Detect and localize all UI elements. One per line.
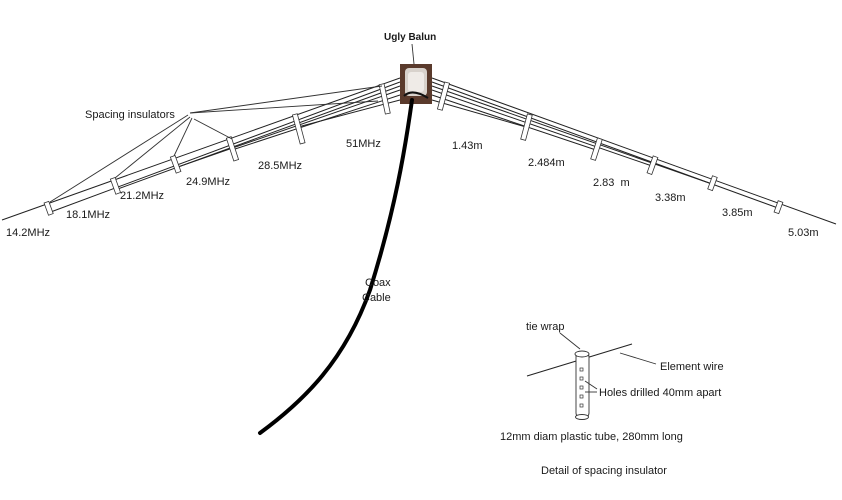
detail-element-wire-label: Element wire (660, 361, 724, 373)
spacer-insulator (436, 81, 451, 111)
detail-hole (579, 394, 584, 399)
band-label: 18.1MHz (66, 209, 110, 221)
detail-plastic-tube (575, 351, 590, 419)
band-label: 28.5MHz (258, 160, 302, 172)
right-spacing-insulators (436, 81, 784, 215)
balun-label: Ugly Balun (384, 32, 436, 43)
spacer-insulator (520, 113, 533, 141)
detail-hole (579, 376, 584, 381)
spacer-insulator (590, 137, 603, 161)
length-label: 2.484m (528, 157, 565, 169)
detail-tube-label: 12mm diam plastic tube, 280mm long (500, 431, 683, 443)
band-label: 21.2MHz (120, 190, 164, 202)
coax-cable (258, 98, 414, 435)
spacer-insulator (378, 83, 391, 115)
band-label: 24.9MHz (186, 176, 230, 188)
coax-label-line1: Coax (365, 277, 391, 289)
spacer-insulator (773, 200, 784, 215)
spacer-insulator (43, 200, 54, 216)
spacer-insulator (291, 113, 306, 145)
spacer-insulator (707, 175, 718, 192)
spacing-insulator-leaders (49, 85, 383, 203)
spacer-insulator (169, 154, 182, 174)
detail-hole (579, 385, 584, 390)
detail-hole (579, 403, 584, 408)
band-label: 14.2MHz (6, 227, 50, 239)
length-label: 5.03m (788, 227, 819, 239)
length-label: 3.38m (655, 192, 686, 204)
detail-holes-label: Holes drilled 40mm apart (599, 387, 721, 399)
length-label: 1.43m (452, 140, 483, 152)
coax-label-line2: Cable (362, 292, 391, 304)
spacer-insulator (646, 155, 659, 175)
balun (400, 64, 432, 104)
length-label: 3.85m (722, 207, 753, 219)
left-element-wires (1, 77, 401, 221)
balun-leader (411, 43, 415, 65)
spacing-insulators-label: Spacing insulators (85, 109, 175, 121)
length-label: 2.83 m (593, 177, 630, 189)
detail-hole (579, 367, 584, 372)
insulator-detail (526, 332, 657, 420)
detail-caption: Detail of spacing insulator (541, 465, 667, 477)
band-label: 51MHz (346, 138, 381, 150)
detail-tie-wrap-label: tie wrap (526, 321, 565, 333)
spacer-insulator (109, 176, 122, 195)
right-element-wires (431, 77, 837, 225)
